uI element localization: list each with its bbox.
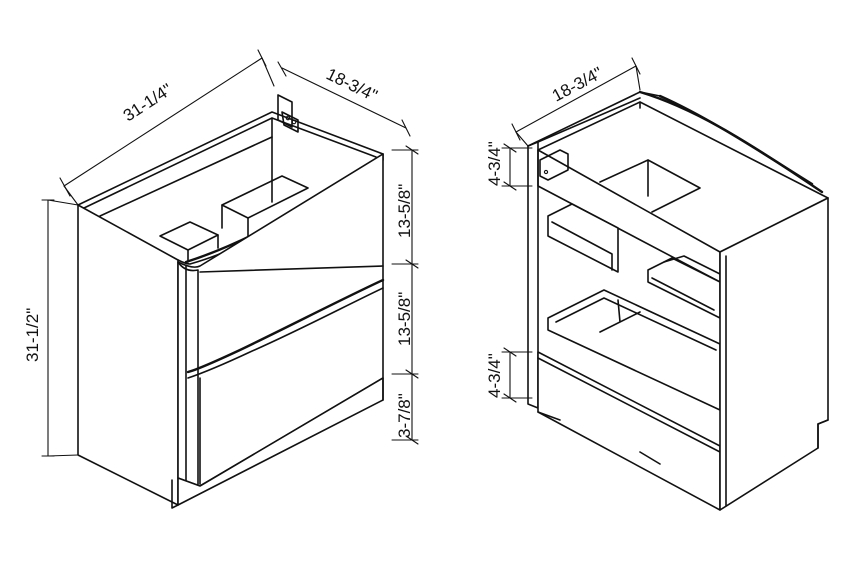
back-top-rail-label: 4-3/4"	[485, 141, 504, 186]
inner-box-left	[159, 221, 219, 251]
back-right-side	[719, 197, 829, 511]
back-depth-label: 18-3/4"	[549, 63, 606, 105]
top-drawer	[199, 265, 384, 273]
back-bracket	[539, 149, 569, 181]
corner-post	[177, 261, 199, 485]
front-height-label: 31-1/2"	[23, 308, 42, 362]
top-rim	[77, 111, 384, 206]
front-dimension-lines	[41, 49, 419, 457]
back-upper-box	[599, 159, 701, 213]
left-side-panel	[77, 204, 179, 506]
front-face	[177, 153, 384, 487]
wall-bracket	[277, 94, 293, 128]
front-view-cabinet	[77, 94, 385, 509]
toe-kick-height-label: 3-7/8"	[395, 393, 414, 438]
drawer-divider-curve	[186, 278, 385, 374]
front-depth-label: 18-3/4"	[323, 65, 380, 106]
back-left-post	[527, 141, 539, 409]
back-bottom-rail-label: 4-3/4"	[485, 353, 504, 398]
upper-runner-right	[647, 257, 721, 319]
bottom-drawer-height-label: 13-5/8"	[395, 292, 414, 346]
inner-box-right	[221, 175, 309, 219]
back-dimension-lines	[501, 57, 641, 403]
back-view-cabinet	[527, 90, 829, 511]
top-drawer-height-label: 13-5/8"	[395, 184, 414, 238]
front-width-label: 31-1/4"	[120, 80, 176, 125]
